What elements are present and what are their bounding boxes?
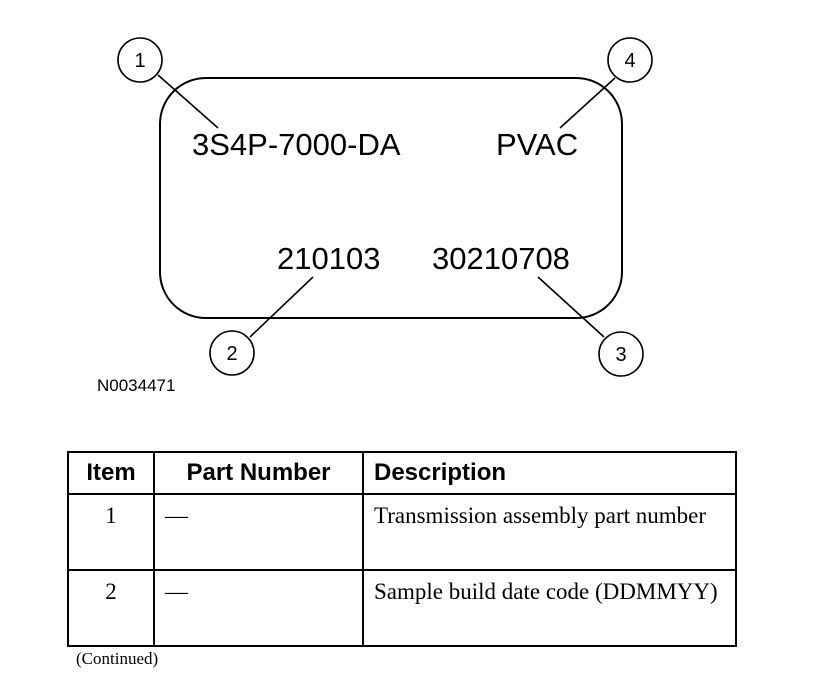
table-header-row: Item Part Number Description: [67, 451, 737, 495]
callout-4-number: 4: [624, 50, 635, 72]
header-item: Item: [67, 451, 155, 495]
callout-1-number: 1: [134, 50, 145, 72]
row-description: Sample build date code (DDMMYY): [362, 569, 737, 647]
row-description: Transmission assembly part number: [362, 493, 737, 571]
callout-2-number: 2: [226, 343, 237, 365]
callout-3-number: 3: [615, 344, 626, 366]
leader-line-1: [157, 74, 219, 129]
header-description: Description: [362, 451, 737, 495]
leader-line-4: [559, 77, 616, 129]
continued-note: (Continued): [76, 649, 159, 668]
row-item: 2: [67, 569, 155, 647]
row-part-number: —: [153, 493, 364, 571]
tag-plant-code-text: PVAC: [496, 127, 578, 162]
legend-table: Item Part Number Description 1 — Transmi…: [67, 451, 737, 647]
leader-line-3: [537, 276, 605, 338]
row-part-number: —: [153, 569, 364, 647]
callout-2: 2: [209, 330, 255, 376]
table-row: 1 — Transmission assembly part number: [67, 493, 737, 571]
transmission-id-tag-diagram: 3S4P-7000-DA PVAC 210103 30210708 1 4 2 …: [97, 37, 653, 395]
tag-serial-number-text: 30210708: [432, 241, 570, 276]
row-item: 1: [67, 493, 155, 571]
tag-part-number-text: 3S4P-7000-DA: [192, 127, 401, 162]
leader-line-2: [249, 276, 314, 338]
header-part-number: Part Number: [153, 451, 364, 495]
figure-id: N0034471: [97, 376, 175, 395]
tag-build-date-text: 210103: [277, 241, 380, 276]
callout-1: 1: [117, 37, 163, 83]
table-row: 2 — Sample build date code (DDMMYY): [67, 569, 737, 647]
callout-4: 4: [607, 37, 653, 83]
callout-3: 3: [598, 331, 644, 377]
id-tag-outline: [159, 77, 623, 319]
